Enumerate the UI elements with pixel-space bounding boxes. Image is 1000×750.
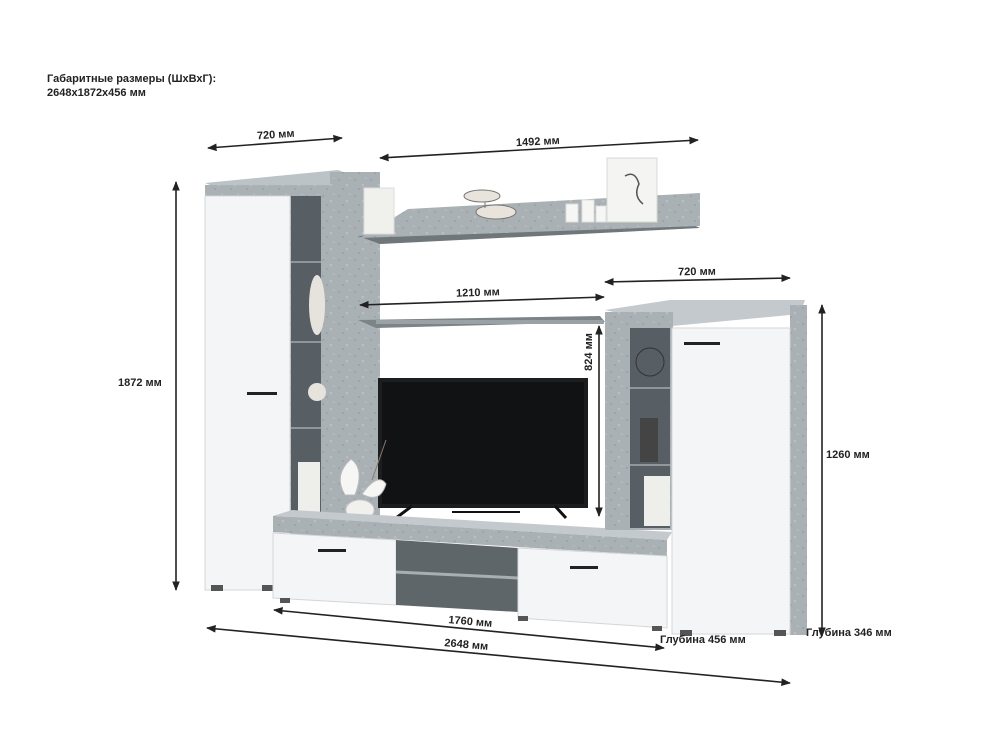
door-handle	[247, 392, 277, 395]
dimensions-header: Габаритные размеры (ШхВхГ): 2648х1872х45…	[47, 72, 216, 100]
books	[298, 462, 320, 512]
dim-top-shelf-width: 1492 мм	[516, 135, 560, 149]
dim-stand-width: 1760 мм	[448, 614, 493, 630]
top-shelf	[358, 157, 700, 244]
books-top	[363, 187, 395, 235]
dim-total-height: 1872 мм	[118, 377, 162, 389]
dim-niche-height: 824 мм	[583, 333, 595, 371]
dim-right-cabinet-height: 1260 мм	[826, 449, 870, 461]
fish-decor	[463, 189, 501, 203]
dimensions-value: 2648х1872х456 мм	[47, 87, 146, 99]
stand-drawer-right	[517, 547, 668, 629]
picture-frame	[606, 157, 658, 223]
dim-depth-right: Глубина 346 мм	[806, 627, 892, 639]
dim-total-width: 2648 мм	[444, 637, 489, 653]
right-cabinet-door	[671, 327, 791, 635]
middle-shelf	[358, 316, 605, 328]
glass-showcase	[291, 196, 321, 514]
stand-drawer-left	[272, 532, 397, 606]
dimension-lines	[172, 134, 826, 687]
dim-left-cabinet-width: 720 мм	[257, 128, 295, 143]
tv	[378, 378, 588, 520]
dimensions-title: Габаритные размеры (ШхВхГ):	[47, 73, 217, 85]
dim-depth-left: Глубина 456 мм	[660, 634, 746, 646]
decor-vase	[309, 275, 325, 335]
dim-right-cabinet-width: 720 мм	[678, 266, 716, 279]
right-cabinet	[605, 300, 807, 636]
dim-mid-shelf-width: 1210 мм	[456, 286, 500, 300]
